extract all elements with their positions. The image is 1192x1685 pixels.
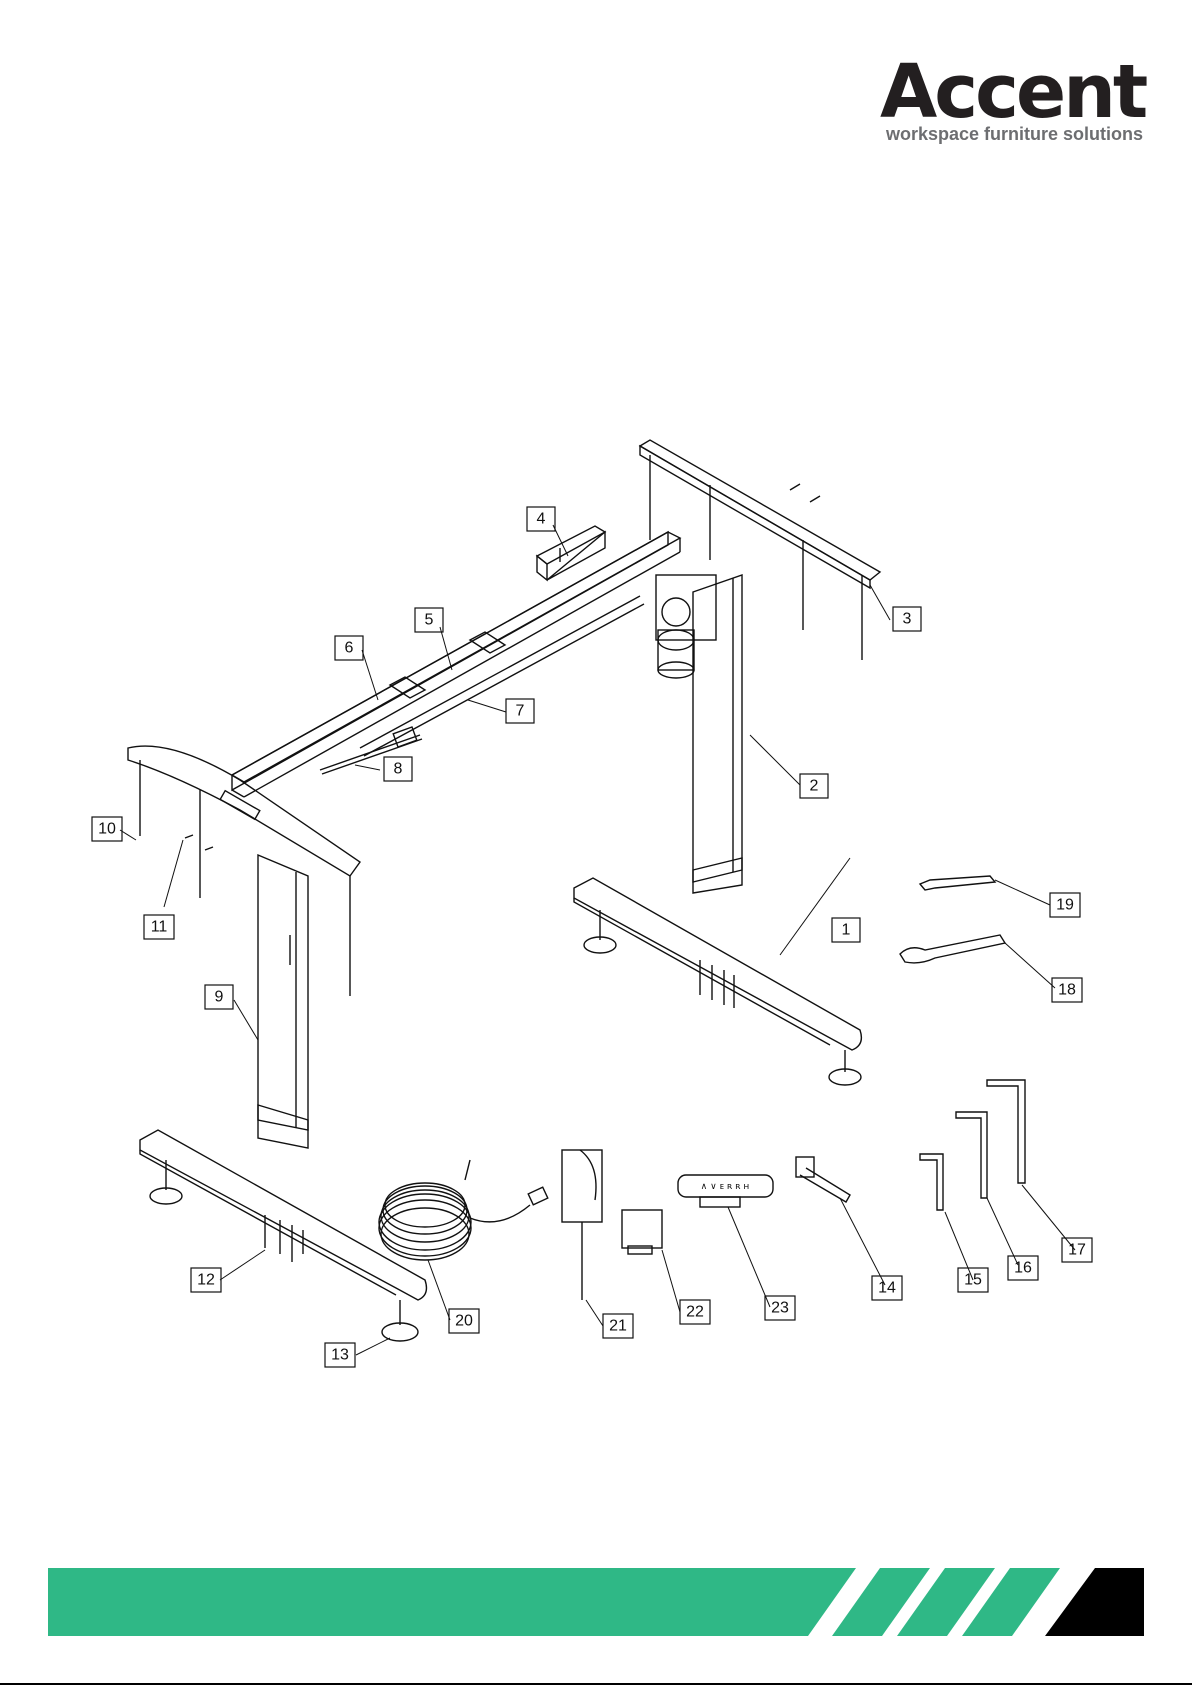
foot-right-part <box>574 878 861 1085</box>
leg-left-part <box>258 855 308 1148</box>
label-3-text: 3 <box>903 611 912 628</box>
label-6: 6 <box>335 636 363 660</box>
spanners-part <box>900 876 1005 963</box>
part-labels: 1 2 3 4 5 6 7 8 9 10 11 12 13 14 15 16 1… <box>92 507 1092 1367</box>
label-15: 15 <box>958 1268 988 1292</box>
label-14-text: 14 <box>878 1280 896 1297</box>
label-7: 7 <box>506 699 534 723</box>
label-8: 8 <box>384 757 412 781</box>
label-9: 9 <box>205 985 233 1009</box>
label-17: 17 <box>1062 1238 1092 1262</box>
label-12-text: 12 <box>197 1272 215 1289</box>
cable-clamp-part <box>796 1157 850 1202</box>
label-5-text: 5 <box>425 612 434 629</box>
label-13: 13 <box>325 1343 355 1367</box>
label-1: 1 <box>832 918 860 942</box>
label-21: 21 <box>603 1314 633 1338</box>
top-bracket-right-part <box>640 440 880 660</box>
label-11: 11 <box>144 915 174 939</box>
footer-black-corner <box>1045 1568 1144 1636</box>
label-16-text: 16 <box>1014 1260 1032 1277</box>
label-8-text: 8 <box>394 761 403 778</box>
top-bracket-left-part <box>128 746 360 996</box>
label-13-text: 13 <box>331 1347 349 1364</box>
label-10-text: 10 <box>98 821 116 838</box>
label-2: 2 <box>800 774 828 798</box>
label-18-text: 18 <box>1058 982 1076 999</box>
leader-lines <box>120 525 1075 1355</box>
label-19: 19 <box>1050 893 1080 917</box>
label-16: 16 <box>1008 1256 1038 1280</box>
power-cable-part <box>379 1160 548 1260</box>
label-2-text: 2 <box>810 778 819 795</box>
control-box-part <box>562 1150 602 1300</box>
label-23: 23 <box>765 1296 795 1320</box>
label-5: 5 <box>415 608 443 632</box>
label-21-text: 21 <box>609 1318 627 1335</box>
label-10: 10 <box>92 817 122 841</box>
label-4: 4 <box>527 507 555 531</box>
label-18: 18 <box>1052 978 1082 1002</box>
motor-leg-right-part <box>656 575 742 893</box>
foot-left-part <box>140 1130 426 1341</box>
keypad-text: ∧ ∨ ᴇ ʀ ʀ ʜ <box>701 1182 750 1192</box>
label-3: 3 <box>893 607 921 631</box>
crossbar-part <box>232 532 680 797</box>
label-6-text: 6 <box>345 640 354 657</box>
inner-tube-part <box>360 596 644 756</box>
allen-keys-part <box>920 1080 1025 1210</box>
label-17-text: 17 <box>1068 1242 1086 1259</box>
label-22-text: 22 <box>686 1304 704 1321</box>
label-20-text: 20 <box>455 1313 473 1330</box>
footer-green-band <box>48 1568 856 1636</box>
label-20: 20 <box>449 1309 479 1333</box>
label-19-text: 19 <box>1056 897 1074 914</box>
label-7-text: 7 <box>516 703 525 720</box>
label-15-text: 15 <box>964 1272 982 1289</box>
label-22: 22 <box>680 1300 710 1324</box>
label-1-text: 1 <box>842 922 851 939</box>
label-9-text: 9 <box>215 989 224 1006</box>
label-14: 14 <box>872 1276 902 1300</box>
cable-clip-part <box>537 526 605 580</box>
label-23-text: 23 <box>771 1300 789 1317</box>
label-4-text: 4 <box>537 511 546 528</box>
power-supply-part <box>622 1210 662 1254</box>
drive-shaft-part <box>320 727 422 774</box>
label-11-text: 11 <box>151 919 168 936</box>
footer-stripe-bar <box>0 1560 1192 1685</box>
label-12: 12 <box>191 1268 221 1292</box>
